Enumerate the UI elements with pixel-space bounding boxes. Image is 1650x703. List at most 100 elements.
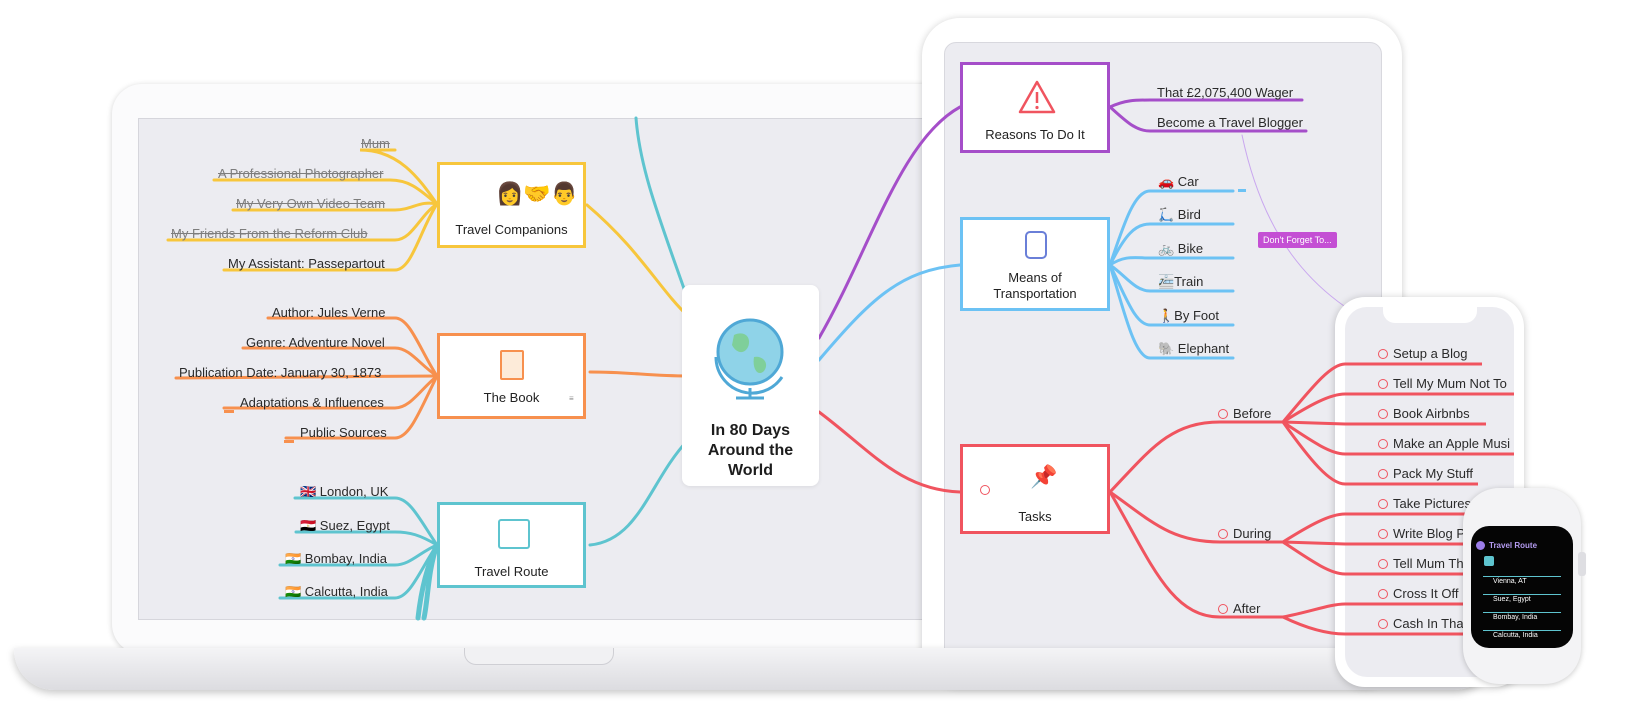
checkbox-icon[interactable] [1378,439,1388,449]
leaf-by-foot[interactable]: 🚶By Foot [1158,308,1219,323]
leaf-bike[interactable]: 🚲 Bike [1158,241,1204,256]
leaf-travel-blogger[interactable]: Become a Travel Blogger [1157,115,1303,130]
leaf-video-team[interactable]: My Very Own Video Team [236,196,386,211]
watch-item[interactable]: Calcutta, India [1493,632,1538,639]
node-reasons[interactable]: Reasons To Do It [960,62,1110,153]
node-the-book[interactable]: The Book ≡ [437,333,586,419]
task-label: Cash In That [1393,616,1468,631]
leaf-suez[interactable]: 🇪🇬 Suez, Egypt [300,518,390,533]
collapse-indicator[interactable] [284,440,294,443]
node-label: Means of Transportation [993,270,1077,301]
leaf-photographer[interactable]: A Professional Photographer [218,166,384,181]
node-label: Travel Companions [455,222,568,237]
checkbox-icon[interactable] [1378,619,1388,629]
watch-item[interactable]: Suez, Egypt [1493,596,1531,603]
phone-task-item[interactable]: Write Blog Po [1378,526,1472,541]
task-label: Make an Apple Musi [1393,436,1511,451]
node-travel-route[interactable]: Travel Route [437,502,586,588]
checkbox-icon[interactable] [1378,529,1388,539]
phone-task-item[interactable]: Book Airbnbs [1378,406,1470,421]
map-icon [1484,556,1494,566]
leaf-genre[interactable]: Genre: Adventure Novel [246,335,385,350]
leaf-bombay[interactable]: 🇮🇳 Bombay, India [285,551,387,566]
phone-task-item[interactable]: Tell Mum Tha [1378,556,1471,571]
divider [1483,612,1561,613]
node-label: Travel Route [474,564,549,579]
globe-icon [714,318,784,400]
leaf-elephant[interactable]: 🐘 Elephant [1158,341,1230,356]
watch-screen [1471,526,1573,648]
leaf-london[interactable]: 🇬🇧 London, UK [300,484,389,499]
callout-tag[interactable]: Don't Forget To... [1258,232,1337,248]
note-icon: ≡ [569,394,574,403]
train-icon [1025,231,1047,259]
more-indicator[interactable] [1238,189,1246,192]
progress-icon [980,485,990,495]
back-icon[interactable] [1476,541,1485,550]
leaf-calcutta[interactable]: 🇮🇳 Calcutta, India [285,584,388,599]
node-tasks[interactable]: 📌 Tasks [960,444,1110,534]
leaf-wager[interactable]: That £2,075,400 Wager [1157,85,1294,100]
node-label: Reasons To Do It [985,127,1085,142]
phone-task-item[interactable]: Pack My Stuff [1378,466,1473,481]
task-label: Cross It Off M [1393,586,1473,601]
phone-task-item[interactable]: Cross It Off M [1378,586,1473,601]
checkbox-icon[interactable] [1378,379,1388,389]
pin-icon: 📌 [1030,464,1058,489]
leaf-train[interactable]: 🚈Train [1158,274,1204,289]
leaf-adaptations[interactable]: Adaptations & Influences [240,395,384,410]
leaf-passepartout[interactable]: My Assistant: Passepartout [228,256,385,271]
task-label: Pack My Stuff [1393,466,1473,481]
task-label: Setup a Blog [1393,346,1468,361]
leaf-bird[interactable]: 🛴 Bird [1158,207,1201,222]
phone-task-item[interactable]: Take Pictures [1378,496,1471,511]
task-group-label: Before [1233,406,1272,421]
task-group-before[interactable]: Before [1218,406,1271,421]
checkbox-icon[interactable] [1378,559,1388,569]
watch-crown[interactable] [1578,552,1586,576]
central-topic[interactable]: In 80 Days Around the World [682,285,819,486]
leaf-reform-club[interactable]: My Friends From the Reform Club [171,226,368,241]
leaf-mum[interactable]: Mum [361,136,390,151]
node-label: The Book [483,390,540,405]
task-label: Book Airbnbs [1393,406,1470,421]
task-label: Write Blog Po [1393,526,1473,541]
task-group-after[interactable]: After [1218,601,1260,616]
watch-item[interactable]: Bombay, India [1493,614,1538,621]
divider [1483,594,1561,595]
checkbox-icon[interactable] [1378,499,1388,509]
laptop-base [14,648,1494,690]
progress-icon [1218,604,1228,614]
leaf-public-sources[interactable]: Public Sources [300,425,387,440]
divider [1483,576,1561,577]
watch-item[interactable]: Vienna, AT [1493,578,1527,585]
phone-task-item[interactable]: Make an Apple Musi [1378,436,1510,451]
phone-task-item[interactable]: Setup a Blog [1378,346,1467,361]
leaf-publication-date[interactable]: Publication Date: January 30, 1873 [179,365,382,380]
task-label: Take Pictures [1393,496,1472,511]
checkbox-icon[interactable] [1378,589,1388,599]
phone-task-item[interactable]: Tell My Mum Not To [1378,376,1507,391]
warning-icon [1018,80,1056,114]
watch-title: Travel Route [1489,541,1538,550]
task-group-label: During [1233,526,1272,541]
node-transport[interactable]: Means of Transportation [960,217,1110,311]
phone-task-item[interactable]: Cash In That [1378,616,1467,631]
task-group-during[interactable]: During [1218,526,1271,541]
checkbox-icon[interactable] [1378,469,1388,479]
task-label: Tell Mum Tha [1393,556,1471,571]
progress-icon [1218,529,1228,539]
divider [1483,630,1561,631]
collapse-indicator[interactable] [224,410,234,413]
checkbox-icon[interactable] [1378,349,1388,359]
phone-notch [1383,307,1477,323]
leaf-author[interactable]: Author: Jules Verne [272,305,386,320]
node-travel-companions[interactable]: 👩‍🤝‍👨 Travel Companions [437,162,586,248]
checkbox-icon[interactable] [1378,409,1388,419]
people-icon: 👩‍🤝‍👨 [496,181,579,206]
central-topic-title: In 80 Days Around the World [707,422,794,479]
leaf-car[interactable]: 🚗 Car [1158,174,1199,189]
node-label: Tasks [1018,509,1052,524]
